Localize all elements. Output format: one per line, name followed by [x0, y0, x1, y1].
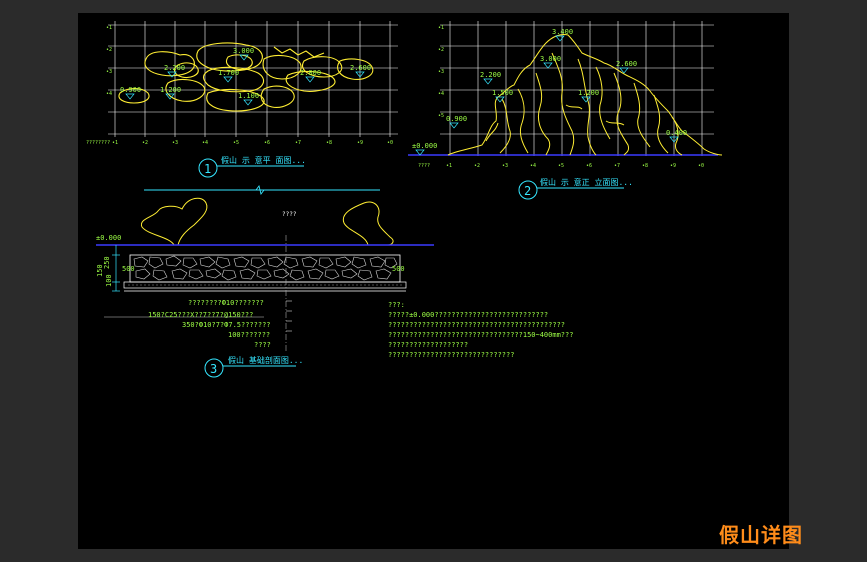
- drawing-label: •6: [586, 163, 592, 169]
- drawing-label: ????????????????????????????????150~400m…: [388, 331, 573, 339]
- drawing-label: •0: [698, 163, 704, 169]
- drawing-label: •2: [142, 140, 148, 146]
- elev-labels: 3.400 3.000 2.600 2.200 1.500 1.200 0.90…: [412, 28, 687, 150]
- section-dims: 250 100 150: [96, 256, 113, 287]
- section-drawing: [96, 184, 434, 353]
- drawing-label: •5: [438, 113, 444, 119]
- drawing-label: 假山 示 意平 面图...: [221, 155, 306, 165]
- drawing-label: ??????????????????????????????: [388, 351, 514, 359]
- drawing-label: •4: [438, 91, 444, 97]
- drawing-label: •8: [642, 163, 648, 169]
- section-right-mark: 500: [392, 265, 405, 273]
- drawing-label: 假山 示 意正 立面图...: [540, 177, 633, 187]
- drawing-label: •8: [326, 140, 332, 146]
- drawing-label: •9: [670, 163, 676, 169]
- drawing-label: •0: [387, 140, 393, 146]
- drawing-label: ?????±0.000???????????????????????????: [388, 311, 548, 319]
- drawing-label: •9: [357, 140, 363, 146]
- elev-rock-outline: [447, 34, 723, 156]
- elev-axis-ticks: •1 •2 •3 •4 •5 •1 •2 •3 •4 •5 •6 •7 •8 •9 •0: [438, 25, 704, 169]
- elev-caption: 2 假山 示 意正 立面图...: [518, 177, 633, 200]
- section-center-mark: ????: [282, 211, 297, 218]
- drawing-label: •1: [446, 163, 452, 169]
- drawing-label: •1: [112, 140, 118, 146]
- drawing-label: ????????????????????????????????????????…: [388, 321, 565, 329]
- rubble-pattern: [133, 255, 398, 281]
- drawing-label: •2: [474, 163, 480, 169]
- drawing-label: •6: [264, 140, 270, 146]
- drawing-title-stamp: 假山详图: [719, 523, 803, 547]
- leader-lines: [286, 300, 292, 332]
- drawing-label: 1.500: [492, 89, 513, 97]
- drawing-label: 2.200: [480, 71, 501, 79]
- drawing-label: 3.000: [233, 47, 254, 55]
- drawing-label: 150?C25???X??7??7?@150???: [148, 311, 253, 319]
- drawing-label: 2.600: [350, 64, 371, 72]
- plan-grid: [108, 21, 398, 137]
- drawing-label: 100: [105, 274, 113, 287]
- drawing-label: 3.000: [540, 55, 561, 63]
- elev-markers: [415, 35, 679, 156]
- drawing-label: •4: [106, 91, 112, 97]
- section-left-mark: 500: [122, 265, 135, 273]
- plan-elev-markers: [125, 54, 365, 106]
- drawing-label: 1: [204, 162, 211, 176]
- section-caption: 3 假山 基础剖面图...: [204, 355, 303, 378]
- drawing-label: 1.200: [578, 89, 599, 97]
- general-notes: ???: ?????±0.000????????????????????????…: [388, 301, 573, 359]
- section-layer-notes: ????????Ф10??????? 150?C25???X??7??7?@15…: [148, 299, 271, 349]
- drawing-label: •5: [233, 140, 239, 146]
- plan-caption: 1 假山 示 意平 面图...: [198, 155, 306, 178]
- plan-row-code: ????????: [86, 140, 110, 146]
- plan-elev-labels: 3.000 2.200 1.700 2.800 2.600 0.900 1.20…: [120, 47, 371, 100]
- drawing-label: •7: [295, 140, 301, 146]
- drawing-label: •4: [202, 140, 208, 146]
- drawing-label: •7: [614, 163, 620, 169]
- drawing-label: •3: [172, 140, 178, 146]
- drawing-label: •4: [530, 163, 536, 169]
- section-zero-mark: ±0.000: [96, 234, 121, 242]
- drawing-label: 350?Ф10?7?Ф7.5???????: [182, 321, 271, 329]
- drawing-label: •3: [106, 69, 112, 75]
- drawing-label: 2.200: [164, 64, 185, 72]
- drawing-label: •2: [438, 47, 444, 53]
- elev-row-code: ????: [418, 163, 430, 169]
- drawing-label: 1.200: [160, 86, 181, 94]
- drawing-label: 2.800: [300, 69, 321, 77]
- drawing-label: 假山 基础剖面图...: [228, 355, 303, 365]
- drawing-label: •1: [438, 25, 444, 31]
- drawing-label: 0.900: [446, 115, 467, 123]
- drawing-label: ???:: [388, 301, 405, 309]
- drawing-label: 1.100: [238, 92, 259, 100]
- drawing-label: 3.400: [552, 28, 573, 36]
- drawing-label: •3: [438, 69, 444, 75]
- drawing-label: 2.600: [616, 60, 637, 68]
- drawing-label: 1.700: [218, 69, 239, 77]
- drawing-label: •1: [106, 25, 112, 31]
- drawing-label: •2: [106, 47, 112, 53]
- drawing-label: ???????????????????: [388, 341, 468, 349]
- drawing-label: 150: [96, 264, 104, 277]
- drawing-label: •3: [502, 163, 508, 169]
- drawing-label: ????: [254, 341, 271, 349]
- drawing-sheet: •1 •2 •3 •4 •1 •2 •3 •4 •5 •6 •7 •8 •9 •0 ??????…: [78, 13, 789, 549]
- drawing-label: 2: [524, 184, 531, 198]
- drawing-label: 250: [103, 256, 111, 269]
- cad-drawing: •1 •2 •3 •4 •1 •2 •3 •4 •5 •6 •7 •8 •9 •0 ??????…: [86, 21, 723, 378]
- drawing-label: 0.900: [120, 86, 141, 94]
- plan-axis-ticks: •1 •2 •3 •4 •1 •2 •3 •4 •5 •6 •7 •8 •9 •0: [106, 25, 393, 146]
- drawing-label: 0.400: [666, 129, 687, 137]
- drawing-label: 3: [210, 362, 217, 376]
- drawing-label: 100???????: [228, 331, 270, 339]
- drawing-label: ±0.000: [412, 142, 437, 150]
- drawing-label: •5: [558, 163, 564, 169]
- drawing-label: ????????Ф10???????: [188, 299, 264, 307]
